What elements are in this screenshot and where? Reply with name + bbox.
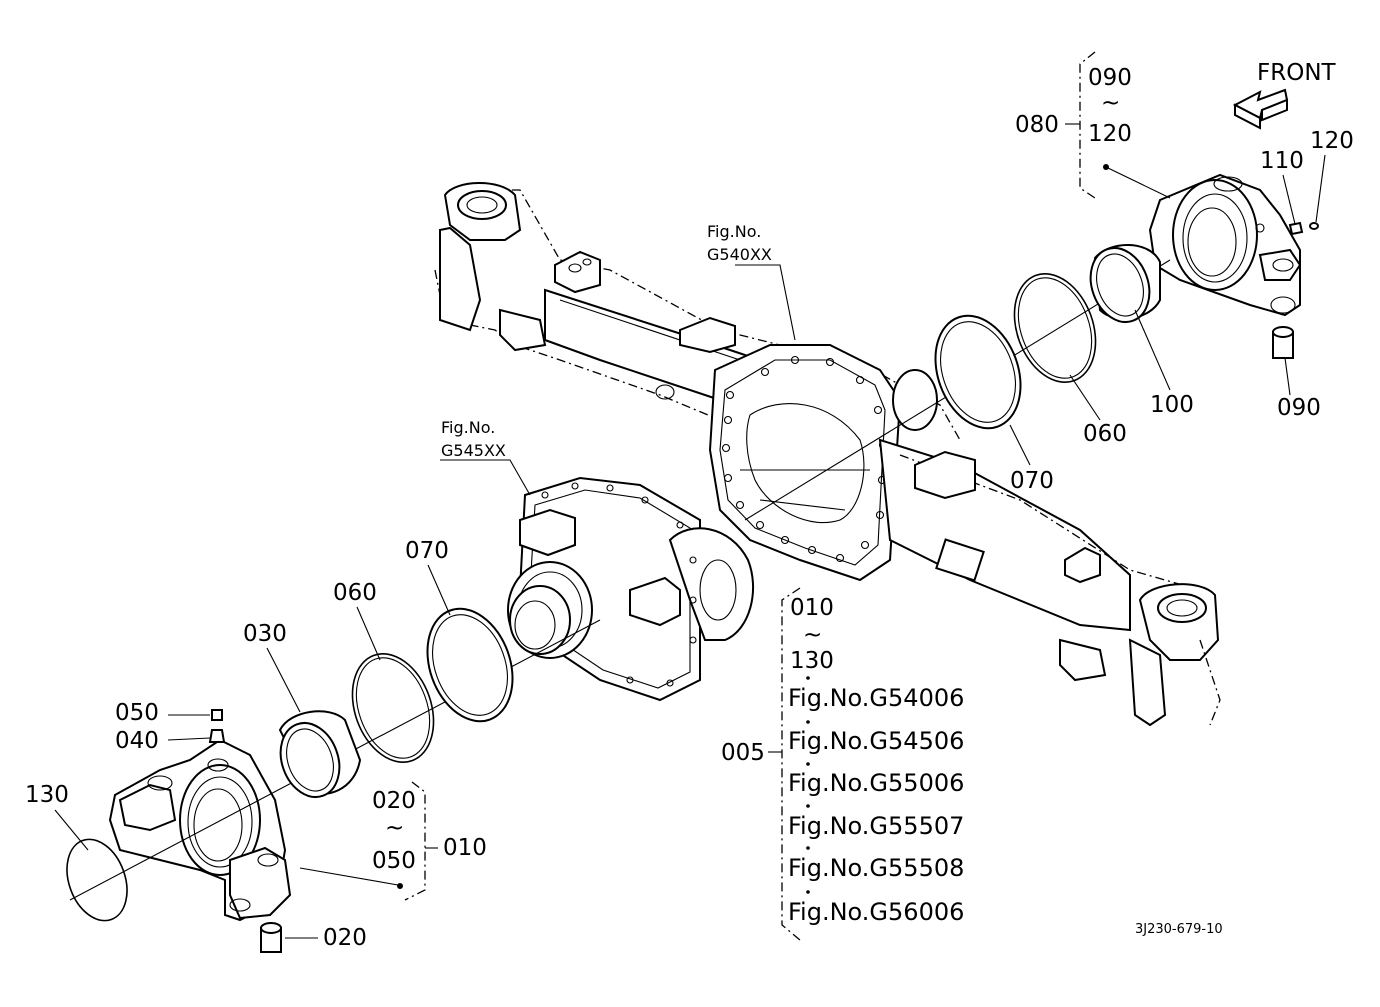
fig-ref-1: Fig.No.G54006 [788,684,964,712]
left-final-case [507,476,755,702]
main-group-tilde: ~ [803,622,822,648]
main-group-end: 130 [790,648,834,674]
part-020-label: 020 [323,925,367,951]
bushing-100 [1089,244,1161,323]
part-110-label: 110 [1260,148,1304,174]
nipple-110 [1288,221,1304,236]
part-100-label: 100 [1150,392,1194,418]
part-070-left-label: 070 [405,538,449,564]
ring-070-left [426,607,514,723]
top-group-tilde: ~ [1101,90,1120,116]
axle-housing [434,182,1221,727]
part-060-left-label: 060 [333,580,377,606]
part-060-right-label: 060 [1083,421,1127,447]
oring-130 [66,838,128,922]
part-040-label: 040 [115,728,159,754]
oring-060-left [351,652,435,764]
group-brackets [404,51,1099,941]
flange-bolts [721,355,888,563]
part-070-right-label: 070 [1010,468,1054,494]
part-030-label: 030 [243,621,287,647]
nipple-040 [208,729,226,743]
part-130-label: 130 [25,782,69,808]
fig-g540-line1: Fig.No. [707,222,761,241]
top-group-end: 120 [1088,121,1132,147]
left-group-assembly: 010 [443,835,487,861]
cap-120 [1309,222,1319,230]
pin-090-right [1272,326,1294,359]
leader-lines [54,154,1326,939]
top-group-assembly: 080 [1015,112,1059,138]
left-bearing-holder [108,738,292,922]
part-050-label: 050 [115,700,159,726]
front-label: FRONT [1257,60,1337,86]
top-group-start: 090 [1088,65,1132,91]
fig-ref-3: Fig.No.G55006 [788,769,964,797]
fig-ref-2: Fig.No.G54506 [788,727,964,755]
bushing-030 [278,710,362,798]
part-090-label: 090 [1277,395,1321,421]
pin-020-left [260,922,282,953]
fig-ref-4: Fig.No.G55507 [788,812,964,840]
part-120-label: 120 [1310,128,1354,154]
main-group-assembly: 005 [721,740,765,766]
right-bearing-holder [1148,173,1302,317]
fig-ref-6: Fig.No.G56006 [788,898,964,926]
left-group-end: 050 [372,848,416,874]
ring-070-right [934,314,1022,430]
fig-g545-line1: Fig.No. [441,418,495,437]
plug-050 [211,709,223,721]
fig-ref-5: Fig.No.G55508 [788,854,964,882]
left-group-start: 020 [372,788,416,814]
fig-g545-line2: G545XX [441,441,506,460]
main-group-start: 010 [790,595,834,621]
fig-g540-line2: G540XX [707,245,772,264]
case-bolts [541,482,697,687]
drawing-code: 3J230-679-10 [1135,922,1223,937]
front-arrow-icon [1232,88,1289,130]
left-group-tilde: ~ [385,815,404,841]
